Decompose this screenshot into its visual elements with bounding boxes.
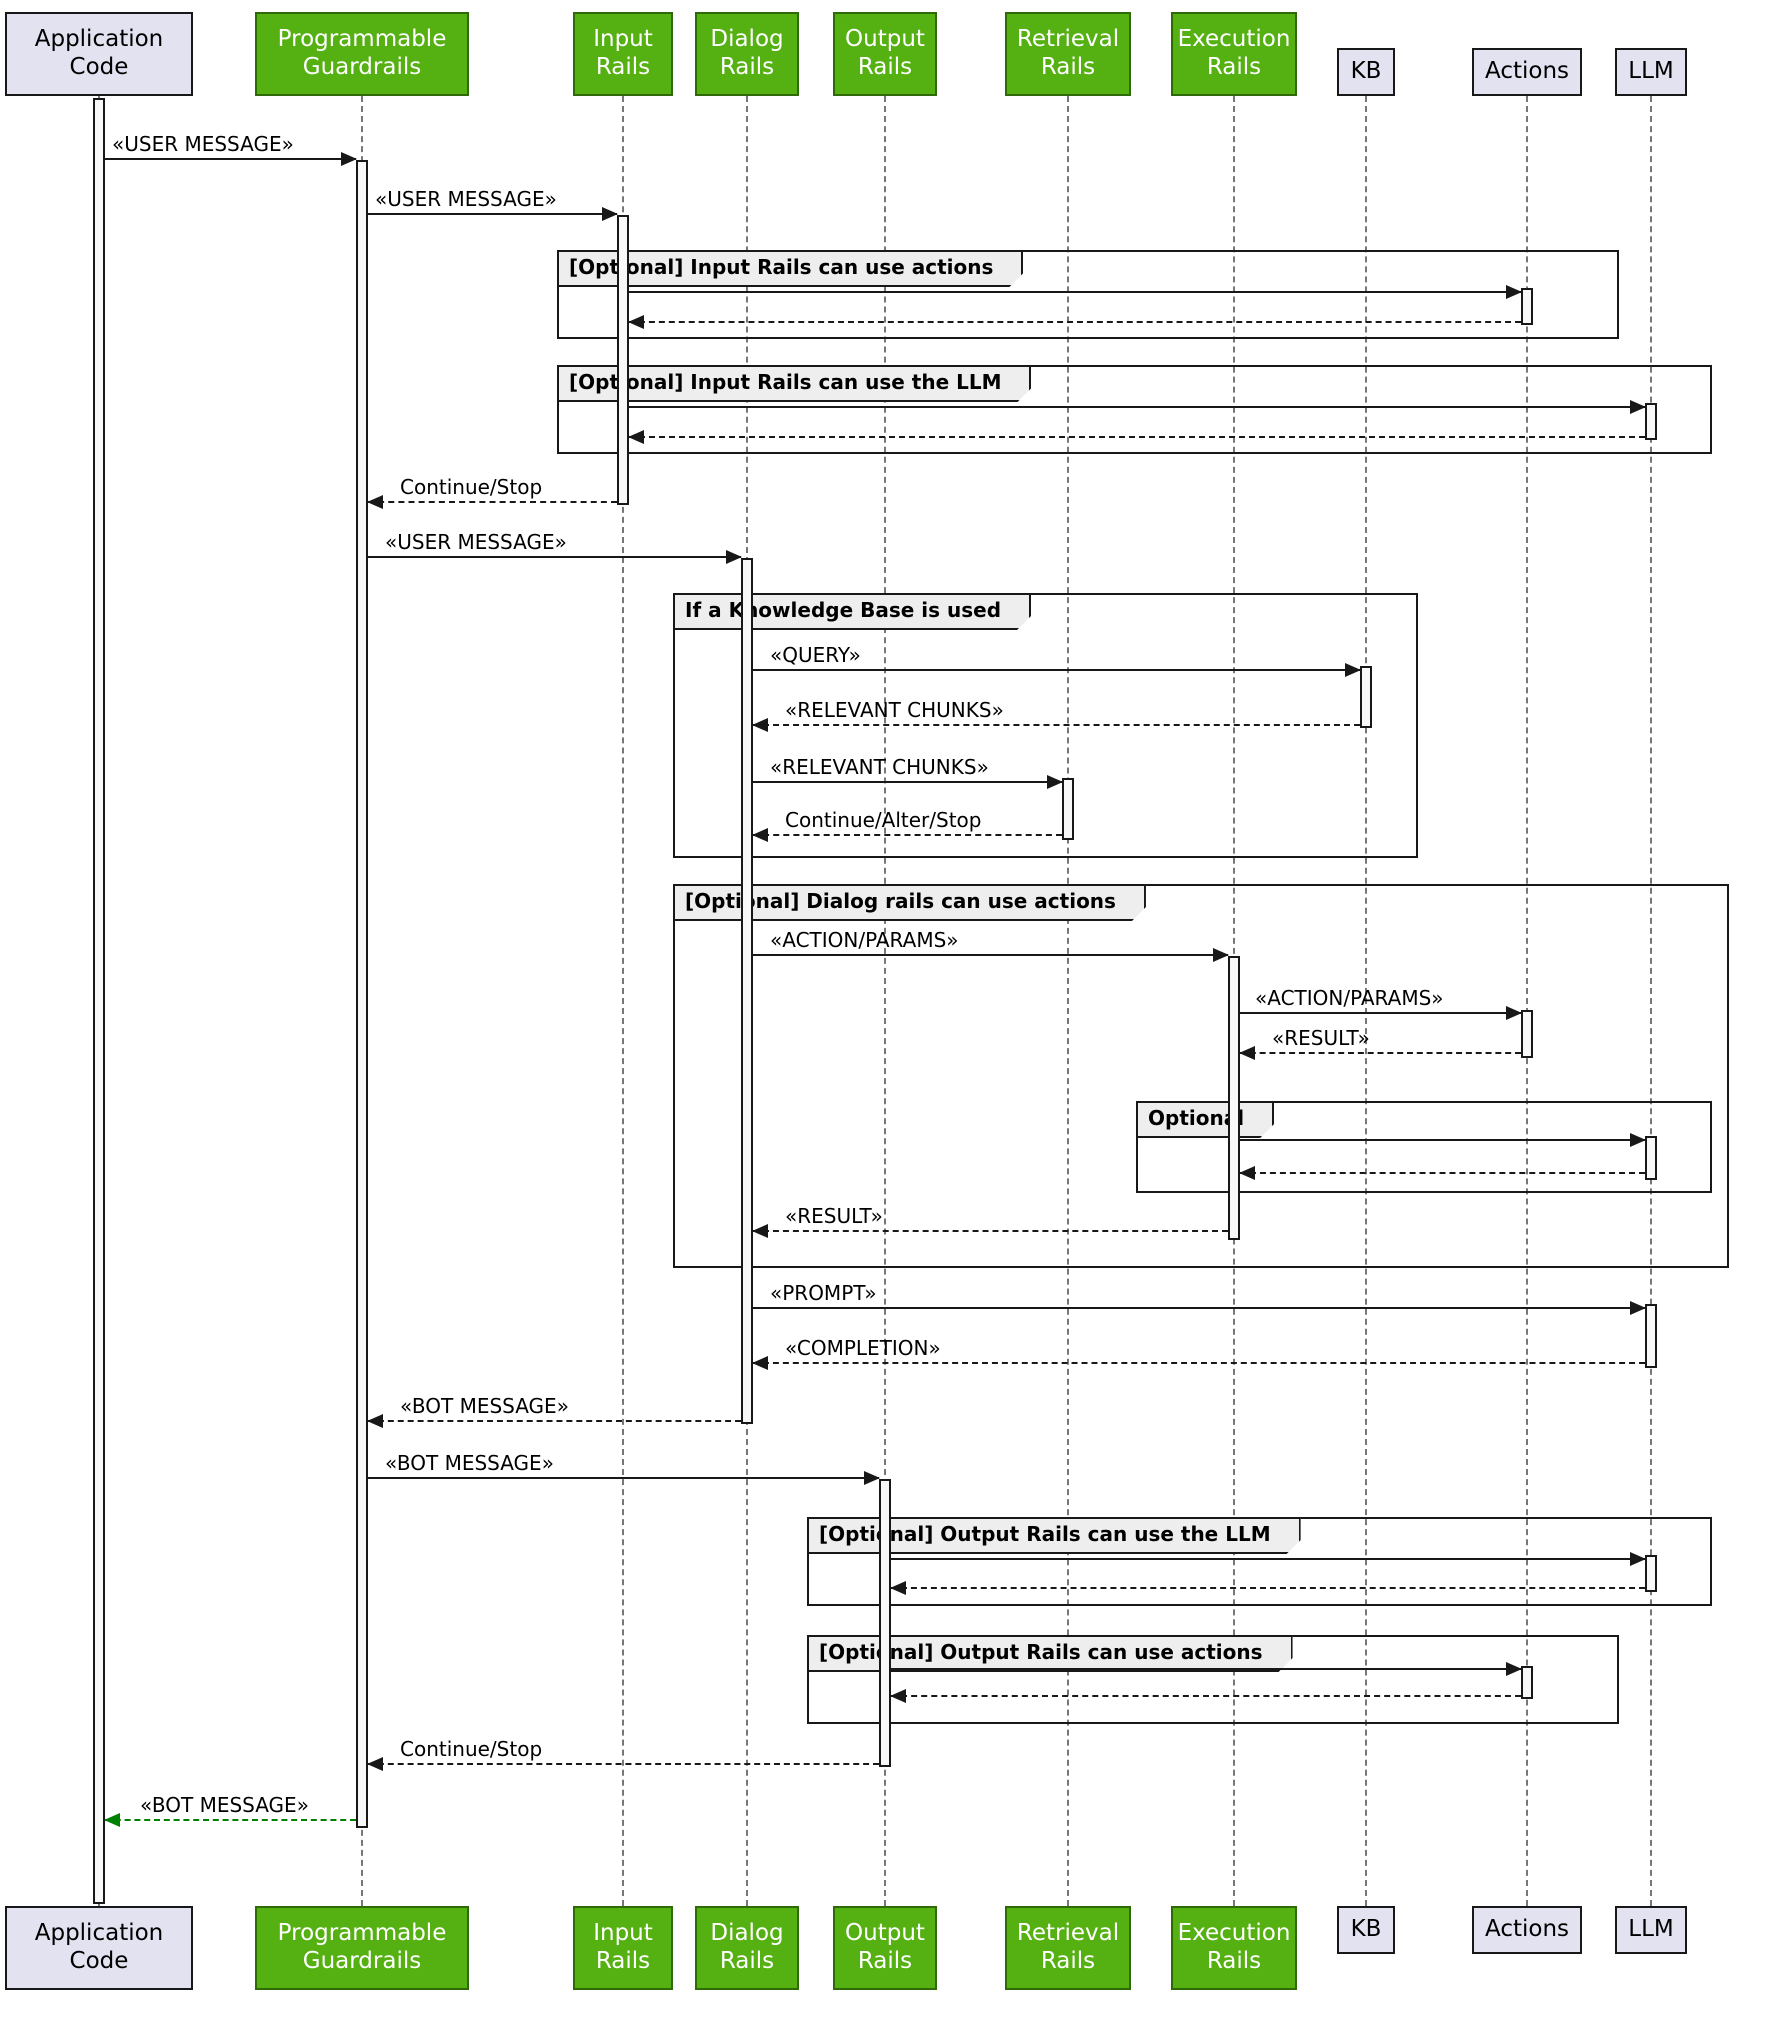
arrow-llm-to-output-return	[890, 1581, 1645, 1595]
arrow-actions-to-input-return	[628, 315, 1521, 329]
participant-programmable-guardrails-bottom: Programmable Guardrails	[255, 1906, 469, 1990]
lifeline-output-rails	[884, 96, 886, 1906]
participant-dialog-rails-bottom: Dialog Rails	[695, 1906, 799, 1990]
arrow-result-actions-to-execution	[1239, 1046, 1521, 1060]
arrow-bot-message-dialog-to-guardrails	[367, 1414, 741, 1428]
activation-llm-2	[1645, 1136, 1657, 1180]
participant-output-rails-bottom: Output Rails	[833, 1906, 937, 1990]
lifeline-retrieval-rails	[1067, 96, 1069, 1906]
participant-input-rails-bottom: Input Rails	[573, 1906, 673, 1990]
frame-title-output-rails-llm: [Optional] Output Rails can use the LLM	[807, 1517, 1301, 1554]
label-completion: «COMPLETION»	[785, 1336, 941, 1360]
participant-llm-bottom: LLM	[1615, 1906, 1687, 1954]
label-bot-message-3: «BOT MESSAGE»	[140, 1793, 309, 1817]
lifeline-kb	[1365, 96, 1367, 1906]
participant-actions-top: Actions	[1472, 48, 1582, 96]
activation-llm-4	[1645, 1555, 1657, 1592]
arrow-output-to-llm	[891, 1552, 1646, 1566]
arrow-continue-stop-input-to-guardrails	[367, 495, 617, 509]
participant-dialog-rails-top: Dialog Rails	[695, 12, 799, 96]
participant-execution-rails-bottom: Execution Rails	[1171, 1906, 1297, 1990]
arrow-llm-to-input-return	[628, 430, 1645, 444]
activation-execution-rails	[1228, 956, 1240, 1240]
activation-actions-1	[1521, 288, 1533, 325]
label-continue-alter-stop: Continue/Alter/Stop	[785, 808, 982, 832]
arrow-user-message-guardrails-to-dialog	[368, 550, 742, 564]
lifeline-actions	[1526, 96, 1528, 1906]
activation-output-rails	[879, 1479, 891, 1767]
label-relevant-chunks-1: «RELEVANT CHUNKS»	[785, 698, 1004, 722]
label-action-params-1: «ACTION/PARAMS»	[770, 928, 959, 952]
lifeline-llm	[1650, 96, 1652, 1906]
arrow-bot-message-guardrails-to-output	[368, 1471, 880, 1485]
arrow-continue-stop-output-to-guardrails	[367, 1757, 879, 1771]
activation-dialog-rails	[741, 558, 753, 1424]
participant-application-code-bottom: Application Code	[5, 1906, 193, 1990]
label-continue-stop-1: Continue/Stop	[400, 475, 543, 499]
activation-llm-3	[1645, 1304, 1657, 1368]
frame-output-rails-llm: [Optional] Output Rails can use the LLM	[807, 1517, 1712, 1606]
label-bot-message-2: «BOT MESSAGE»	[385, 1451, 554, 1475]
participant-llm-top: LLM	[1615, 48, 1687, 96]
frame-title-optional-llm: Optional	[1136, 1101, 1274, 1138]
arrow-output-to-actions	[891, 1662, 1522, 1676]
label-result-2: «RESULT»	[785, 1204, 883, 1228]
arrow-bot-message-guardrails-to-app	[104, 1813, 356, 1827]
label-bot-message-1: «BOT MESSAGE»	[400, 1394, 569, 1418]
frame-title-input-rails-actions: [Optional] Input Rails can use actions	[557, 250, 1023, 287]
frame-knowledge-base: If a Knowledge Base is used	[673, 593, 1418, 858]
frame-input-rails-actions: [Optional] Input Rails can use actions	[557, 250, 1619, 339]
activation-retrieval-rails	[1062, 778, 1074, 840]
activation-kb	[1360, 666, 1372, 728]
label-user-message-1: «USER MESSAGE»	[112, 132, 294, 156]
arrow-action-params-execution-to-actions	[1240, 1006, 1522, 1020]
participant-kb-top: KB	[1337, 48, 1395, 96]
activation-programmable-guardrails	[356, 160, 368, 1828]
label-query: «QUERY»	[770, 643, 861, 667]
frame-optional-llm: Optional	[1136, 1101, 1712, 1193]
arrow-continue-alter-stop-retrieval-to-dialog	[752, 828, 1062, 842]
label-prompt: «PROMPT»	[770, 1281, 877, 1305]
label-relevant-chunks-2: «RELEVANT CHUNKS»	[770, 755, 989, 779]
arrow-input-to-actions	[629, 285, 1522, 299]
frame-title-knowledge-base: If a Knowledge Base is used	[673, 593, 1031, 630]
arrow-input-to-llm	[629, 400, 1646, 414]
arrow-actions-to-output-return	[890, 1689, 1521, 1703]
label-action-params-2: «ACTION/PARAMS»	[1255, 986, 1444, 1010]
label-user-message-3: «USER MESSAGE»	[385, 530, 567, 554]
arrow-execution-to-llm	[1240, 1133, 1646, 1147]
arrow-relevant-chunks-dialog-to-retrieval	[753, 775, 1063, 789]
participant-application-code-top: Application Code	[5, 12, 193, 96]
arrow-completion-llm-to-dialog	[752, 1356, 1645, 1370]
arrow-llm-to-execution-return	[1239, 1166, 1645, 1180]
arrow-result-execution-to-dialog	[752, 1224, 1228, 1238]
arrow-action-params-dialog-to-execution	[753, 948, 1229, 962]
activation-actions-3	[1521, 1666, 1533, 1699]
arrow-query-dialog-to-kb	[753, 663, 1361, 677]
participant-input-rails-top: Input Rails	[573, 12, 673, 96]
frame-input-rails-llm: [Optional] Input Rails can use the LLM	[557, 365, 1712, 454]
label-continue-stop-2: Continue/Stop	[400, 1737, 543, 1761]
frame-title-input-rails-llm: [Optional] Input Rails can use the LLM	[557, 365, 1031, 402]
arrow-relevant-chunks-kb-to-dialog	[752, 718, 1360, 732]
participant-retrieval-rails-bottom: Retrieval Rails	[1005, 1906, 1131, 1990]
arrow-user-message-app-to-guardrails	[105, 152, 357, 166]
participant-programmable-guardrails-top: Programmable Guardrails	[255, 12, 469, 96]
frame-output-rails-actions: [Optional] Output Rails can use actions	[807, 1635, 1619, 1724]
participant-execution-rails-top: Execution Rails	[1171, 12, 1297, 96]
participant-actions-bottom: Actions	[1472, 1906, 1582, 1954]
participant-retrieval-rails-top: Retrieval Rails	[1005, 12, 1131, 96]
arrow-user-message-guardrails-to-input	[368, 207, 618, 221]
arrow-prompt-dialog-to-llm	[753, 1301, 1646, 1315]
activation-llm-1	[1645, 403, 1657, 440]
label-user-message-2: «USER MESSAGE»	[375, 187, 557, 211]
label-result-1: «RESULT»	[1272, 1026, 1370, 1050]
activation-application-code	[93, 98, 105, 1904]
participant-kb-bottom: KB	[1337, 1906, 1395, 1954]
participant-output-rails-top: Output Rails	[833, 12, 937, 96]
lifeline-input-rails	[622, 96, 624, 1906]
activation-actions-2	[1521, 1010, 1533, 1058]
activation-input-rails	[617, 215, 629, 505]
